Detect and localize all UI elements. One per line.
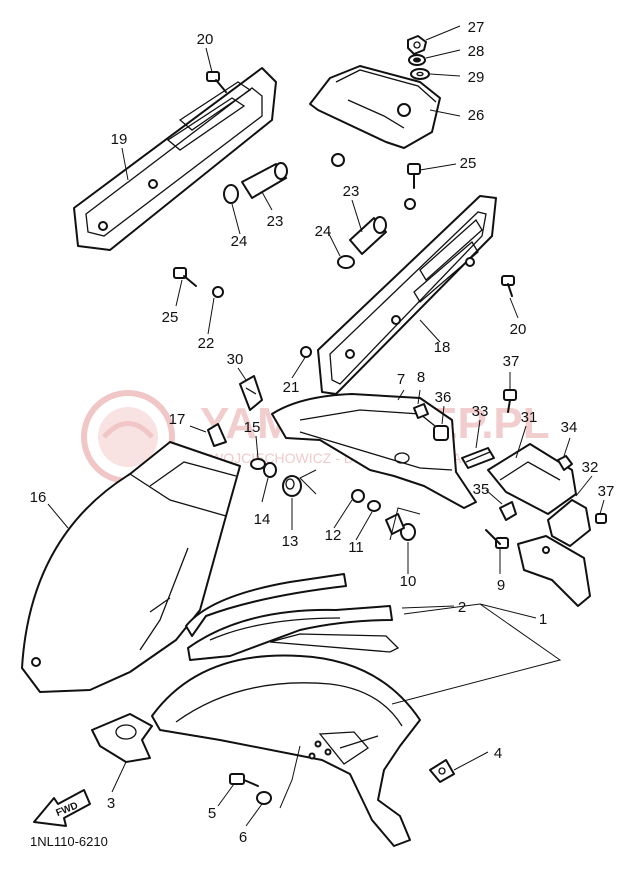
part-label-21: 21 — [283, 379, 300, 396]
washer-6 — [256, 791, 272, 805]
screw-35 — [499, 501, 517, 521]
part-label-22: 22 — [198, 335, 215, 352]
damper-13 — [282, 475, 302, 497]
part-number-labels: 1 2 3 4 5 6 7 8 9 10 11 12 13 14 15 16 1… — [30, 19, 615, 846]
part-label-20-right: 20 — [510, 321, 527, 338]
part-label-19: 19 — [111, 131, 128, 148]
part-label-30: 30 — [227, 351, 244, 368]
reflector-33 — [461, 447, 495, 469]
part-label-24-right: 24 — [315, 223, 332, 240]
collar-23-right — [349, 216, 387, 255]
part-label-26: 26 — [468, 107, 485, 124]
washer-29 — [410, 68, 430, 80]
part-label-24-left: 24 — [231, 233, 248, 250]
part-label-14: 14 — [254, 511, 271, 528]
fender-bracket-7 — [271, 393, 477, 509]
part-label-23-right: 23 — [343, 183, 360, 200]
part-label-35: 35 — [473, 481, 490, 498]
part-label-32: 32 — [582, 459, 599, 476]
leader-lines — [47, 25, 605, 827]
nut-34 — [557, 455, 573, 471]
grommet-24-left — [223, 184, 239, 204]
battery-cover — [309, 65, 441, 149]
part-label-12: 12 — [325, 527, 342, 544]
bolt-25-right — [407, 163, 421, 189]
part-label-17: 17 — [169, 411, 186, 428]
part-label-13: 13 — [282, 533, 299, 550]
part-label-37-right: 37 — [598, 483, 615, 500]
part-label-27: 27 — [468, 19, 485, 36]
side-cover-left — [73, 67, 277, 251]
part-label-25-right: 25 — [460, 155, 477, 172]
damper-36 — [433, 425, 449, 441]
bracket-32 — [547, 499, 591, 547]
washer-12 — [351, 489, 365, 503]
part-label-34: 34 — [561, 419, 578, 436]
bolt-8 — [413, 403, 429, 419]
grommet-24-right — [337, 255, 355, 269]
clip-30 — [239, 375, 263, 411]
washer-14 — [263, 462, 277, 478]
part-label-10: 10 — [400, 573, 417, 590]
part-label-11: 11 — [348, 539, 364, 556]
part-label-3: 3 — [107, 795, 115, 812]
bolt-20-top — [206, 71, 227, 93]
part-label-8: 8 — [417, 369, 425, 386]
washer-28 — [408, 54, 426, 66]
part-label-2: 2 — [458, 599, 466, 616]
part-label-9: 9 — [497, 577, 505, 594]
stud-10 — [385, 513, 405, 535]
part-label-15: 15 — [244, 419, 261, 436]
stay-rod-22 — [208, 146, 345, 298]
license-bracket — [517, 535, 591, 607]
nut-11 — [367, 500, 381, 512]
grommet-17 — [207, 423, 227, 447]
part-label-29: 29 — [468, 69, 485, 86]
part-label-7: 7 — [397, 371, 405, 388]
part-label-25-left: 25 — [162, 309, 179, 326]
bolt-37-right — [595, 513, 607, 524]
taillight-31 — [487, 443, 577, 515]
part-label-16: 16 — [30, 489, 47, 506]
plate-3 — [91, 713, 153, 763]
part-label-20-top: 20 — [197, 31, 214, 48]
nut-15 — [250, 458, 266, 470]
part-label-1: 1 — [539, 611, 547, 628]
part-label-23-left: 23 — [267, 213, 284, 230]
bolt-25-left — [173, 267, 197, 287]
part-label-5: 5 — [208, 805, 216, 822]
part-label-6: 6 — [239, 829, 247, 846]
side-cover-right — [317, 195, 497, 395]
stay-rod-21 — [300, 198, 416, 358]
part-label-31: 31 — [521, 409, 538, 426]
bolt-9 — [485, 529, 509, 549]
part-label-4: 4 — [494, 745, 502, 762]
bolt-5 — [229, 773, 259, 787]
rear-fender-1 — [151, 654, 421, 847]
nut-27 — [407, 35, 427, 55]
part-label-18: 18 — [434, 339, 451, 356]
part-label-36: 36 — [435, 389, 452, 406]
part-label-28: 28 — [468, 43, 485, 60]
part-label-33: 33 — [472, 403, 489, 420]
fwd-arrow-icon: FWD — [33, 789, 91, 827]
diagram-code: 1NL110-6210 — [30, 834, 108, 849]
bolt-20-right — [501, 275, 515, 297]
mudflap-strips-2 — [185, 573, 400, 661]
cap-4 — [429, 759, 455, 783]
part-label-37-top: 37 — [503, 353, 520, 370]
collar-23-left — [241, 162, 288, 199]
